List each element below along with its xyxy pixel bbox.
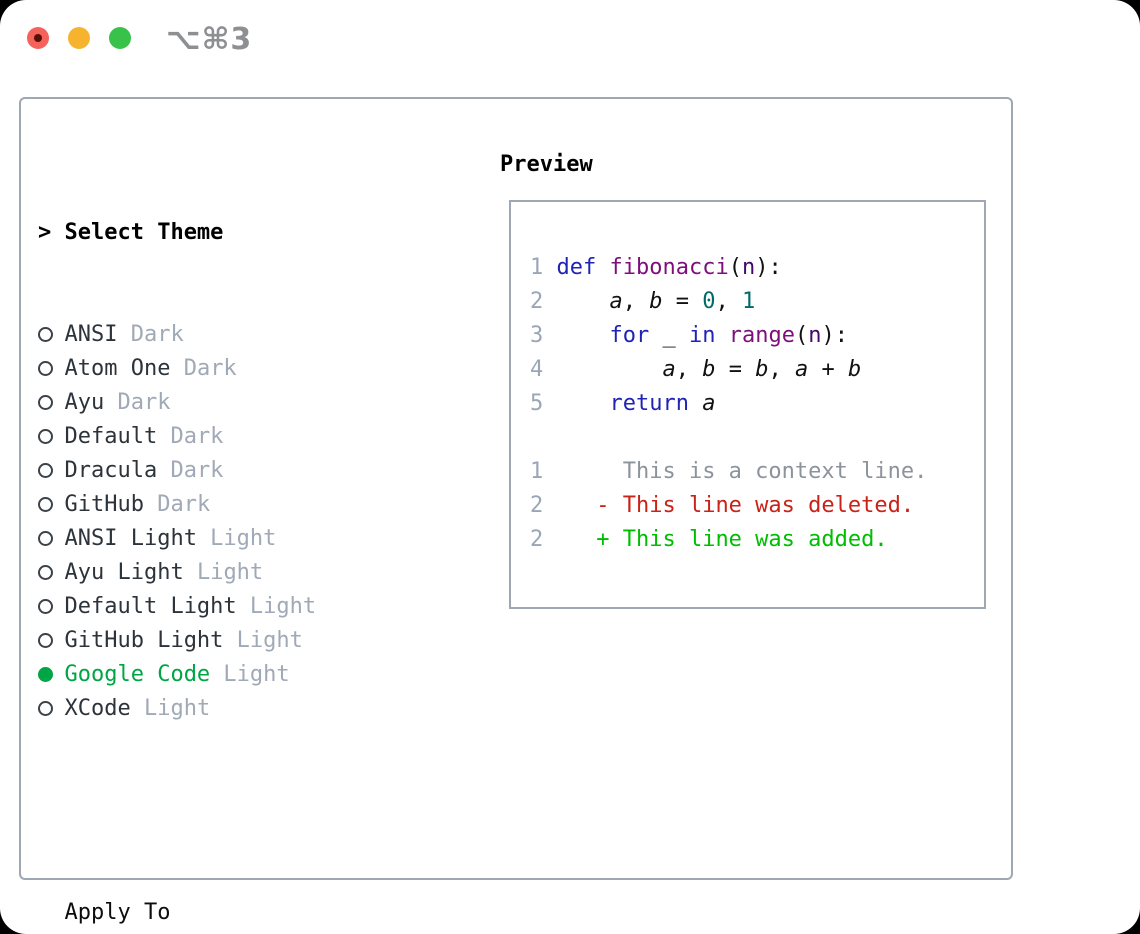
theme-option-default-light[interactable]: Default Light Light <box>38 590 409 624</box>
theme-option-default[interactable]: Default Dark <box>38 420 409 454</box>
code-line: 5 return a <box>530 391 716 416</box>
window-shortcut-label: ⌥⌘3 <box>166 22 253 57</box>
theme-option-xcode[interactable]: XCode Light <box>38 692 409 726</box>
radio-selected-icon <box>38 658 64 692</box>
apply-to-label: Apply To <box>64 900 171 925</box>
theme-option-label: Ayu <box>64 390 105 415</box>
code-line: 4 a, b = b, a + b <box>530 357 862 382</box>
radio-icon <box>38 454 64 488</box>
theme-option-atom-one[interactable]: Atom One Dark <box>38 352 409 386</box>
theme-variant-label: Dark <box>157 458 224 483</box>
code-line <box>530 421 984 455</box>
radio-icon <box>38 522 64 556</box>
radio-icon <box>38 556 64 590</box>
radio-icon <box>38 590 64 624</box>
zoom-button[interactable] <box>109 27 131 49</box>
theme-variant-label: Light <box>210 662 290 687</box>
code-line: 1 This is a context line. <box>530 459 928 484</box>
theme-option-label: Dracula <box>64 458 158 483</box>
theme-option-label: ANSI <box>64 322 118 347</box>
theme-variant-label: Dark <box>157 424 224 449</box>
theme-variant-label: Dark <box>143 492 211 517</box>
select-theme-title: Select Theme <box>64 220 224 245</box>
theme-option-ansi-light[interactable]: ANSI Light Light <box>38 522 409 556</box>
theme-option-ayu[interactable]: Ayu Dark <box>38 386 409 420</box>
radio-icon <box>38 420 64 454</box>
theme-option-label: Google Code <box>64 662 211 687</box>
prompt-marker: > <box>38 220 52 245</box>
theme-option-label: XCode <box>64 696 131 721</box>
preview-code: 1 def fibonacci(n): 2 a, b = 0, 1 3 for _ … <box>511 202 984 557</box>
theme-option-label: Ayu Light <box>64 560 184 585</box>
close-button[interactable] <box>27 27 49 49</box>
theme-option-label: GitHub Light <box>64 628 224 653</box>
radio-icon <box>38 318 64 352</box>
apply-to-header: Apply To <box>38 896 409 930</box>
theme-option-google-code[interactable]: Google Code Light <box>38 658 409 692</box>
code-line: 1 def fibonacci(n): <box>530 255 782 280</box>
theme-variant-label: Light <box>183 560 264 585</box>
theme-option-github-light[interactable]: GitHub Light Light <box>38 624 409 658</box>
theme-option-label: Default Light <box>64 594 237 619</box>
radio-icon <box>38 488 64 522</box>
theme-variant-label: Dark <box>104 390 171 415</box>
theme-option-label: Default <box>64 424 158 449</box>
preview-title: Preview <box>500 152 593 177</box>
theme-option-label: ANSI Light <box>64 526 197 551</box>
theme-option-label: Atom One <box>64 356 171 381</box>
radio-icon <box>38 692 64 726</box>
code-line: 2 + This line was added. <box>530 527 888 552</box>
minimize-button[interactable] <box>68 27 90 49</box>
radio-icon <box>38 352 64 386</box>
theme-variant-label: Light <box>223 628 303 653</box>
theme-variant-label: Light <box>196 526 277 551</box>
code-line: 3 for _ in range(n): <box>530 323 848 348</box>
code-line: 2 - This line was deleted. <box>530 493 915 518</box>
theme-option-ansi[interactable]: ANSI Dark <box>38 318 409 352</box>
radio-icon <box>38 386 64 420</box>
code-line: 2 a, b = 0, 1 <box>530 289 756 314</box>
theme-option-dracula[interactable]: Dracula Dark <box>38 454 409 488</box>
theme-variant-label: Light <box>236 594 317 619</box>
select-theme-header: > Select Theme <box>38 216 409 250</box>
theme-option-ayu-light[interactable]: Ayu Light Light <box>38 556 409 590</box>
theme-variant-label: Light <box>130 696 211 721</box>
spacer <box>38 794 409 828</box>
titlebar: ⌥⌘3 <box>0 0 1140 76</box>
theme-option-github[interactable]: GitHub Dark <box>38 488 409 522</box>
theme-variant-label: Dark <box>170 356 237 381</box>
radio-icon <box>38 624 64 658</box>
theme-option-label: GitHub <box>64 492 144 517</box>
preview-box: 1 def fibonacci(n): 2 a, b = 0, 1 3 for _ … <box>509 200 986 609</box>
theme-variant-label: Dark <box>117 322 184 347</box>
